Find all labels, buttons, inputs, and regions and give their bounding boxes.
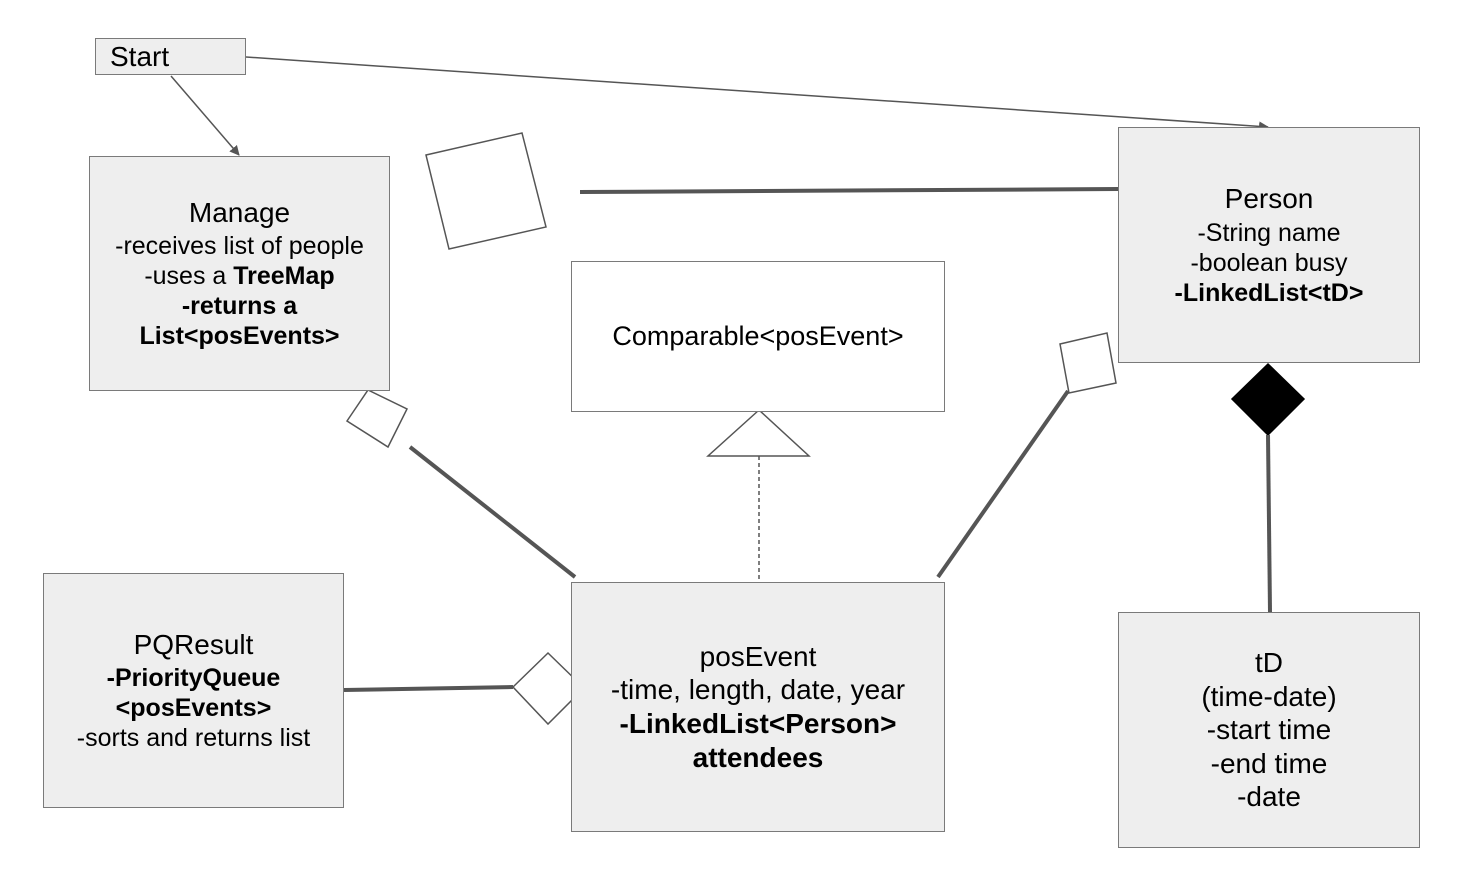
aggregation-diamond-manage [345,389,409,449]
arrow-start-to-person [245,56,1269,132]
association-line-posevent-person [936,389,1070,579]
td-title: tD [1255,647,1283,679]
pqresult-line-1: -PriorityQueue [106,664,281,693]
posevent-title: posEvent [699,640,817,672]
manage-line-2: -uses a TreeMap [144,261,334,291]
td-line-1: (time-date) [1201,680,1337,712]
manage-line-2-prefix: -uses a [144,262,234,291]
comparable-interface-box: Comparable<posEvent> [571,261,945,412]
posevent-class-box: posEvent -time, length, date, year -Link… [571,582,945,832]
composition-line-person-td [1266,434,1272,613]
arrow-start-to-manage [170,75,240,156]
aggregation-square-person [1059,332,1117,394]
person-line-1: -String name [1197,218,1341,247]
start-box: Start [95,38,246,75]
pqresult-title: PQResult [133,628,254,660]
person-title: Person [1224,183,1314,214]
td-class-box: tD (time-date) -start time -end time -da… [1118,612,1420,848]
pqresult-line-3: -sorts and returns list [76,724,311,753]
person-line-3: -LinkedList<tD> [1174,278,1364,307]
posevent-line-2: -LinkedList<Person> [619,708,897,739]
start-label: Start [110,40,170,72]
person-class-box: Person -String name -boolean busy -Linke… [1118,127,1420,363]
td-line-4: -date [1237,781,1301,813]
association-line-pqresult-posevent [343,685,514,692]
pqresult-line-2: <posEvents> [115,694,272,723]
pqresult-class-box: PQResult -PriorityQueue <posEvents> -sor… [43,573,344,808]
manage-line-4: List<posEvents> [139,322,340,351]
realization-triangle [706,408,811,457]
manage-line-2-bold: TreeMap [233,262,335,291]
manage-line-1: -receives list of people [115,232,364,261]
td-line-3: -end time [1210,747,1328,779]
floating-aggregation-square [425,132,547,250]
manage-class-box: Manage -receives list of people -uses a … [89,156,390,391]
manage-line-3: -returns a [181,292,298,321]
association-line-manage-posevent [408,445,577,579]
composition-diamond-person [1230,362,1306,437]
person-line-2: -boolean busy [1190,248,1348,277]
td-line-2: -start time [1206,714,1332,746]
manage-title: Manage [188,196,291,228]
posevent-line-1: -time, length, date, year [610,674,906,706]
comparable-label: Comparable<posEvent> [612,321,904,352]
posevent-line-3: attendees [692,741,824,773]
association-line-to-person [579,187,1119,194]
